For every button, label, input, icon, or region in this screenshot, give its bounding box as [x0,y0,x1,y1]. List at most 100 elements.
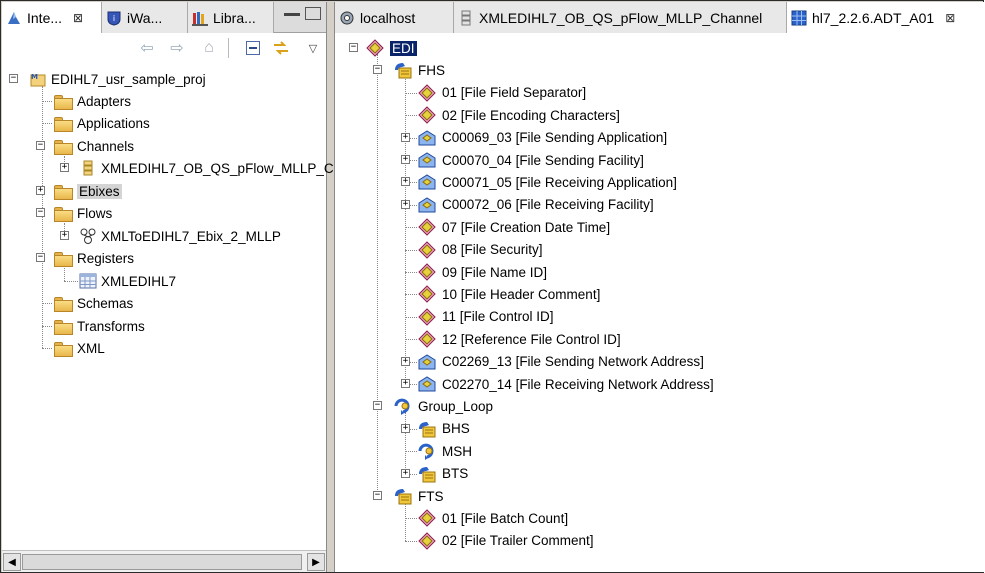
element-node[interactable]: 08 [File Security] [417,239,543,261]
collapse-toggle[interactable]: − [36,207,45,217]
collapse-toggle[interactable]: − [373,400,382,411]
tree-item-schemas[interactable]: Schemas [54,292,133,314]
tree-node-label: FTS [418,488,444,504]
diamond-icon [417,509,437,528]
segment-node[interactable]: MSH [417,440,472,462]
expand-toggle[interactable]: + [60,230,69,240]
tree-item-applications[interactable]: Applications [54,112,150,134]
back-arrow-icon[interactable]: ⇦ [140,40,154,57]
element-node[interactable]: 12 [Reference File Control ID] [417,328,621,350]
composite-node[interactable]: C00072_06 [File Receiving Facility] [417,194,654,216]
tree-item-transforms[interactable]: Transforms [54,315,145,337]
tree-connector [405,518,417,520]
minimize-icon[interactable] [284,13,300,16]
scroll-right-icon[interactable]: ▶ [307,553,325,571]
folder-icon [54,341,73,357]
folder-icon [54,94,73,110]
expand-toggle[interactable]: + [401,154,410,164]
expand-toggle[interactable]: + [401,176,410,187]
tree-item-label: Transforms [77,318,145,334]
tab-localhost[interactable]: localhost [335,2,454,33]
tab-iway[interactable]: i iWa... [102,2,188,33]
composite-node[interactable]: C00069_03 [File Sending Application] [417,127,667,149]
composite-node[interactable]: C02269_13 [File Sending Network Address] [417,351,704,373]
tree-node-label: EDI [390,40,417,56]
view-menu-icon[interactable]: ▽ [308,42,318,55]
composite-node[interactable]: C02270_14 [File Receiving Network Addres… [417,373,714,395]
tree-node-label: C00070_04 [File Sending Facility] [442,152,644,168]
tree-connector [405,92,417,94]
scroll-thumb[interactable] [22,554,302,570]
tree-item-xml[interactable]: XML [54,337,105,359]
link-with-editor-icon[interactable] [272,40,290,56]
tab-ebix-editor[interactable]: hl7_2.2.6.ADT_A01 ⊠ [787,2,985,33]
element-node[interactable]: 11 [File Control ID] [417,306,554,328]
tree-node-label: C02269_13 [File Sending Network Address] [442,354,704,370]
tree-connector [405,249,417,251]
loop-node-group[interactable]: Group_Loop [393,395,493,417]
diamond-icon [417,263,437,281]
collapse-all-icon[interactable] [244,40,262,56]
collapse-toggle[interactable]: − [373,64,382,75]
element-node[interactable]: 01 [File Batch Count] [417,507,568,529]
tab-integration-explorer[interactable]: Inte... ⊠ [2,2,102,33]
element-node[interactable]: 02 [File Encoding Characters] [417,104,620,126]
tree-node-label: C00072_06 [File Receiving Facility] [442,197,654,213]
close-tab-icon[interactable]: ⊠ [73,10,84,25]
tree-item-channels[interactable]: Channels [54,135,134,157]
project-node[interactable]: M EDIHL7_usr_sample_proj [30,68,206,90]
tree-item-label: XML [77,340,105,356]
tree-item-label: Channels [77,138,135,154]
expand-toggle[interactable]: + [36,185,45,195]
segment-node[interactable]: BHS [417,418,470,440]
tree-item-channel[interactable]: XMLEDIHL7_OB_QS_pFlow_MLLP_C [80,157,334,179]
collapse-toggle[interactable]: − [36,140,45,150]
scroll-left-icon[interactable]: ◀ [3,553,21,571]
svg-text:i: i [113,14,115,23]
horizontal-scrollbar[interactable]: ◀ ▶ [2,550,326,572]
segment-node[interactable]: BTS [417,463,468,485]
expand-toggle[interactable]: + [401,131,410,142]
collapse-toggle[interactable]: − [9,73,18,83]
composite-node[interactable]: C00070_04 [File Sending Facility] [417,149,644,171]
close-tab-icon[interactable]: ⊠ [945,10,956,25]
expand-toggle[interactable]: + [401,355,410,366]
element-node[interactable]: 09 [File Name ID] [417,261,547,283]
collapse-toggle[interactable]: − [349,42,358,52]
collapse-toggle[interactable]: − [36,252,45,262]
library-books-icon [192,10,208,26]
expand-toggle[interactable]: + [401,467,410,478]
tree-connector [405,115,417,117]
maximize-icon[interactable] [305,7,321,20]
tree-item-flows[interactable]: Flows [54,202,112,224]
expand-toggle[interactable]: + [401,378,410,388]
tab-channel-editor[interactable]: XMLEDIHL7_OB_QS_pFlow_MLLP_Channel [454,2,787,33]
element-node[interactable]: 02 [File Trailer Comment] [417,530,594,552]
tree-node-label: 01 [File Batch Count] [442,510,569,526]
register-table-icon [79,273,97,289]
composite-node[interactable]: C00071_05 [File Receiving Application] [417,171,677,193]
tab-label: Libra... [213,9,256,26]
tree-item-registers[interactable]: Registers [54,247,134,269]
segment-node-fts[interactable]: FTS [393,485,444,507]
tree-item-ebixes[interactable]: Ebixes [54,180,122,202]
forward-arrow-icon[interactable]: ⇨ [170,40,184,57]
home-icon[interactable]: ⌂ [204,39,214,56]
tab-library[interactable]: Libra... [188,2,274,33]
collapse-toggle[interactable]: − [373,490,382,500]
element-node[interactable]: 10 [File Header Comment] [417,283,600,305]
expand-toggle[interactable]: + [60,162,69,172]
diamond-icon [365,39,385,57]
tree-item-adapters[interactable]: Adapters [54,90,131,112]
segment-node-fhs[interactable]: FHS [393,59,445,81]
edi-root-node[interactable]: EDI [365,37,417,59]
element-node[interactable]: 07 [File Creation Date Time] [417,216,610,238]
expand-toggle[interactable]: + [401,422,410,433]
element-node[interactable]: 01 [File Field Separator] [417,82,586,104]
server-gear-icon [339,10,355,26]
expand-toggle[interactable]: + [401,198,410,209]
tree-connector [405,160,417,161]
tree-item-flow[interactable]: XMLToEDIHL7_Ebix_2_MLLP [80,225,281,247]
tree-item-register[interactable]: XMLEDIHL7 [79,270,176,292]
